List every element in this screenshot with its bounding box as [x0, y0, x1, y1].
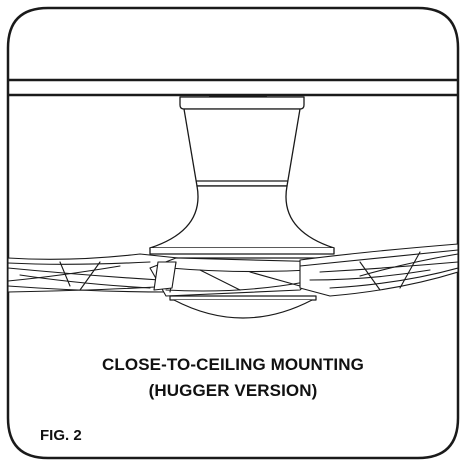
- blade-right: [299, 243, 458, 297]
- caption-subtitle: (HUGGER VERSION): [148, 381, 318, 400]
- ceiling-canopy: [179, 95, 305, 110]
- fan-blades: [8, 243, 458, 297]
- light-kit-dome: [169, 295, 317, 319]
- motor-housing-upper: [183, 108, 301, 187]
- figure-label: FIG. 2: [40, 427, 82, 444]
- motor-cover: [149, 185, 335, 259]
- ceiling: [8, 78, 458, 97]
- caption-title: CLOSE-TO-CEILING MOUNTING: [102, 355, 364, 374]
- blade-hub: [153, 261, 177, 291]
- frame-border: [6, 6, 460, 460]
